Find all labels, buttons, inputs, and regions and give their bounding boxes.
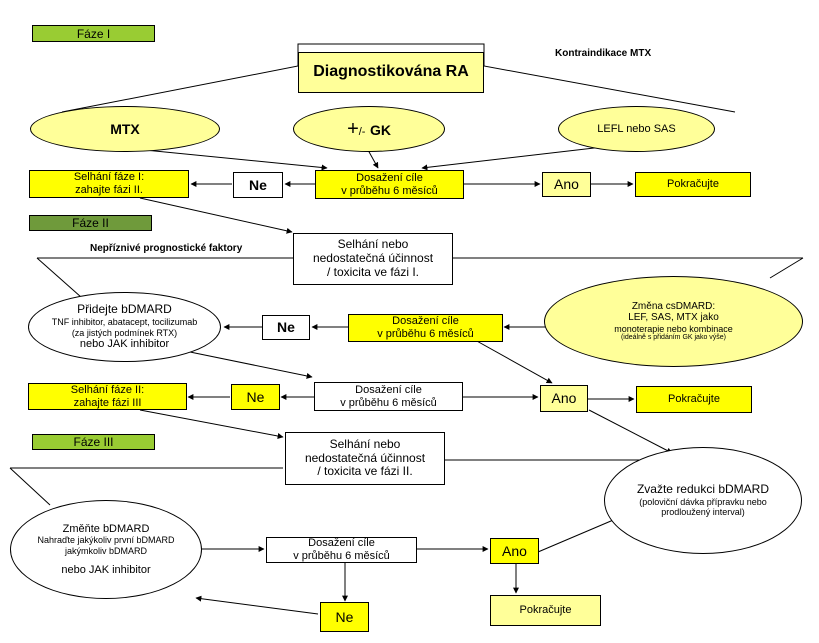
target-box-2: Dosažení cíle v průběhu 6 měsíců (348, 314, 503, 342)
change-bdmard-line1: Změňte bDMARD (62, 522, 150, 535)
add-bdmard-line4: nebo JAK inhibitor (79, 337, 170, 350)
change-csdmard-line4: (ideálně s přidáním GK jako výše) (620, 334, 727, 342)
reduce-bdmard-line2: (poloviční dávka přípravku nebo (639, 497, 767, 508)
lefl-text: LEFL nebo SAS (597, 122, 676, 135)
mtx-text: MTX (110, 120, 140, 137)
continue-text-2: Pokračujte (668, 393, 720, 406)
phase-2-text: Fáze II (72, 216, 109, 230)
failure-phase1-line1: Selhání nebo (337, 237, 409, 252)
add-bdmard-line1: Přidejte bDMARD (77, 302, 172, 317)
target-box-1: Dosažení cíle v průběhu 6 měsíců (315, 170, 464, 199)
add-bdmard-line3: (za jistých podmínek RTX) (71, 327, 178, 338)
phase-2-label: Fáze II (29, 215, 152, 231)
fail-phase1-line2: zahajte fázi II. (75, 184, 143, 196)
fail-phase1-line1: Selhání fáze I: (73, 171, 145, 184)
reduce-bdmard-line3: prodloužený interval) (661, 507, 745, 518)
diagnosis-text: Diagnostikována RA (313, 63, 469, 81)
gk-minus: /- (358, 125, 366, 138)
change-csdmard-line3: monoterapie nebo kombinace (614, 323, 733, 334)
continue-box-2: Pokračujte (636, 386, 752, 413)
fail-phase2-line1: Selhání fáze II: (70, 383, 145, 396)
ne-text-3: Ne (246, 388, 265, 405)
target-3-line2: v průběhu 6 měsíců (340, 396, 437, 409)
ne-text-2: Ne (277, 319, 295, 336)
reduce-bdmard-line1: Zvažte redukci bDMARD (636, 482, 770, 497)
target-box-4: Dosažení cíle v průběhu 6 měsíců (266, 537, 417, 563)
ano-box-2: Ano (540, 385, 588, 412)
phase-1-label: Fáze I (32, 25, 155, 42)
ano-text-3: Ano (502, 542, 527, 559)
target-4-line2: v průběhu 6 měsíců (293, 550, 390, 562)
target-3-line1: Dosažení cíle (355, 383, 422, 396)
gk-ellipse: +/- GK (293, 106, 445, 152)
ne-box-3: Ne (231, 384, 280, 410)
ne-text-1: Ne (249, 176, 267, 193)
failure-phase2-line2: nedostatečná účinnost (304, 450, 426, 465)
change-bdmard-line3: jakýmkoliv bDMARD (64, 545, 147, 556)
target-2-line2: v průběhu 6 měsíců (377, 328, 474, 340)
lefl-ellipse: LEFL nebo SAS (558, 106, 715, 152)
add-bdmard-line2: TNF inhibitor, abatacept, tocilizumab (51, 317, 198, 328)
gk-text: GK (369, 121, 391, 138)
failure-phase2-line1: Selhání nebo (329, 436, 401, 451)
mtx-ellipse: MTX (30, 106, 220, 152)
unfavorable-label: Nepříznivé prognostické faktory (90, 243, 243, 254)
ne-text-4: Ne (335, 608, 354, 625)
failure-phase1-line2: nedostatečná účinnost (312, 251, 434, 266)
fail-phase2-box: Selhání fáze II: zahajte fázi III (28, 383, 187, 410)
reduce-bdmard-ellipse: Zvažte redukci bDMARD (poloviční dávka p… (604, 447, 802, 554)
failure-phase1-box: Selhání nebo nedostatečná účinnost / tox… (293, 233, 453, 285)
change-csdmard-line2: LEF, SAS, MTX jako (628, 312, 719, 324)
contraindication-label: Kontraindikace MTX (555, 48, 652, 59)
continue-text-3: Pokračujte (519, 604, 572, 617)
ano-box-1: Ano (542, 172, 591, 197)
change-csdmard-line1: Změna csDMARD: (631, 300, 716, 312)
continue-text-1: Pokračujte (667, 178, 719, 191)
fail-phase2-line2: zahajte fázi III (73, 396, 142, 409)
target-2-line1: Dosažení cíle (392, 315, 459, 328)
ne-box-2: Ne (262, 315, 310, 340)
continue-box-3: Pokračujte (490, 595, 601, 626)
change-bdmard-line4: nebo JAK inhibitor (61, 563, 151, 576)
change-bdmard-line2: Nahraďte jakýkoliv první bDMARD (37, 535, 175, 546)
change-bdmard-ellipse: Změňte bDMARD Nahraďte jakýkoliv první b… (10, 500, 202, 599)
diagnosis-box: Diagnostikována RA (298, 52, 484, 93)
phase-1-text: Fáze I (76, 26, 111, 41)
target-4-line1: Dosažení cíle (308, 537, 375, 550)
ano-text-1: Ano (554, 176, 579, 193)
target-box-3: Dosažení cíle v průběhu 6 měsíců (314, 382, 463, 411)
target-1-line2: v průběhu 6 měsíců (341, 184, 438, 197)
ano-text-2: Ano (551, 390, 577, 407)
phase-3-label: Fáze III (32, 434, 155, 450)
fail-phase1-box: Selhání fáze I: zahajte fázi II. (29, 170, 189, 198)
change-csdmard-ellipse: Změna csDMARD: LEF, SAS, MTX jako monote… (544, 276, 803, 367)
ne-box-1: Ne (233, 172, 283, 198)
target-1-line1: Dosažení cíle (356, 171, 423, 184)
add-bdmard-ellipse: Přidejte bDMARD TNF inhibitor, abatacept… (28, 292, 221, 362)
ne-box-4: Ne (320, 602, 369, 632)
continue-box-1: Pokračujte (635, 172, 751, 197)
phase-3-text: Fáze III (73, 435, 114, 449)
failure-phase2-box: Selhání nebo nedostatečná účinnost / tox… (285, 432, 445, 485)
ano-box-3: Ano (490, 538, 539, 564)
failure-phase1-line3: / toxicita ve fázi I. (326, 264, 420, 279)
failure-phase2-line3: / toxicita ve fázi II. (317, 464, 413, 479)
gk-plus: + (347, 117, 359, 140)
